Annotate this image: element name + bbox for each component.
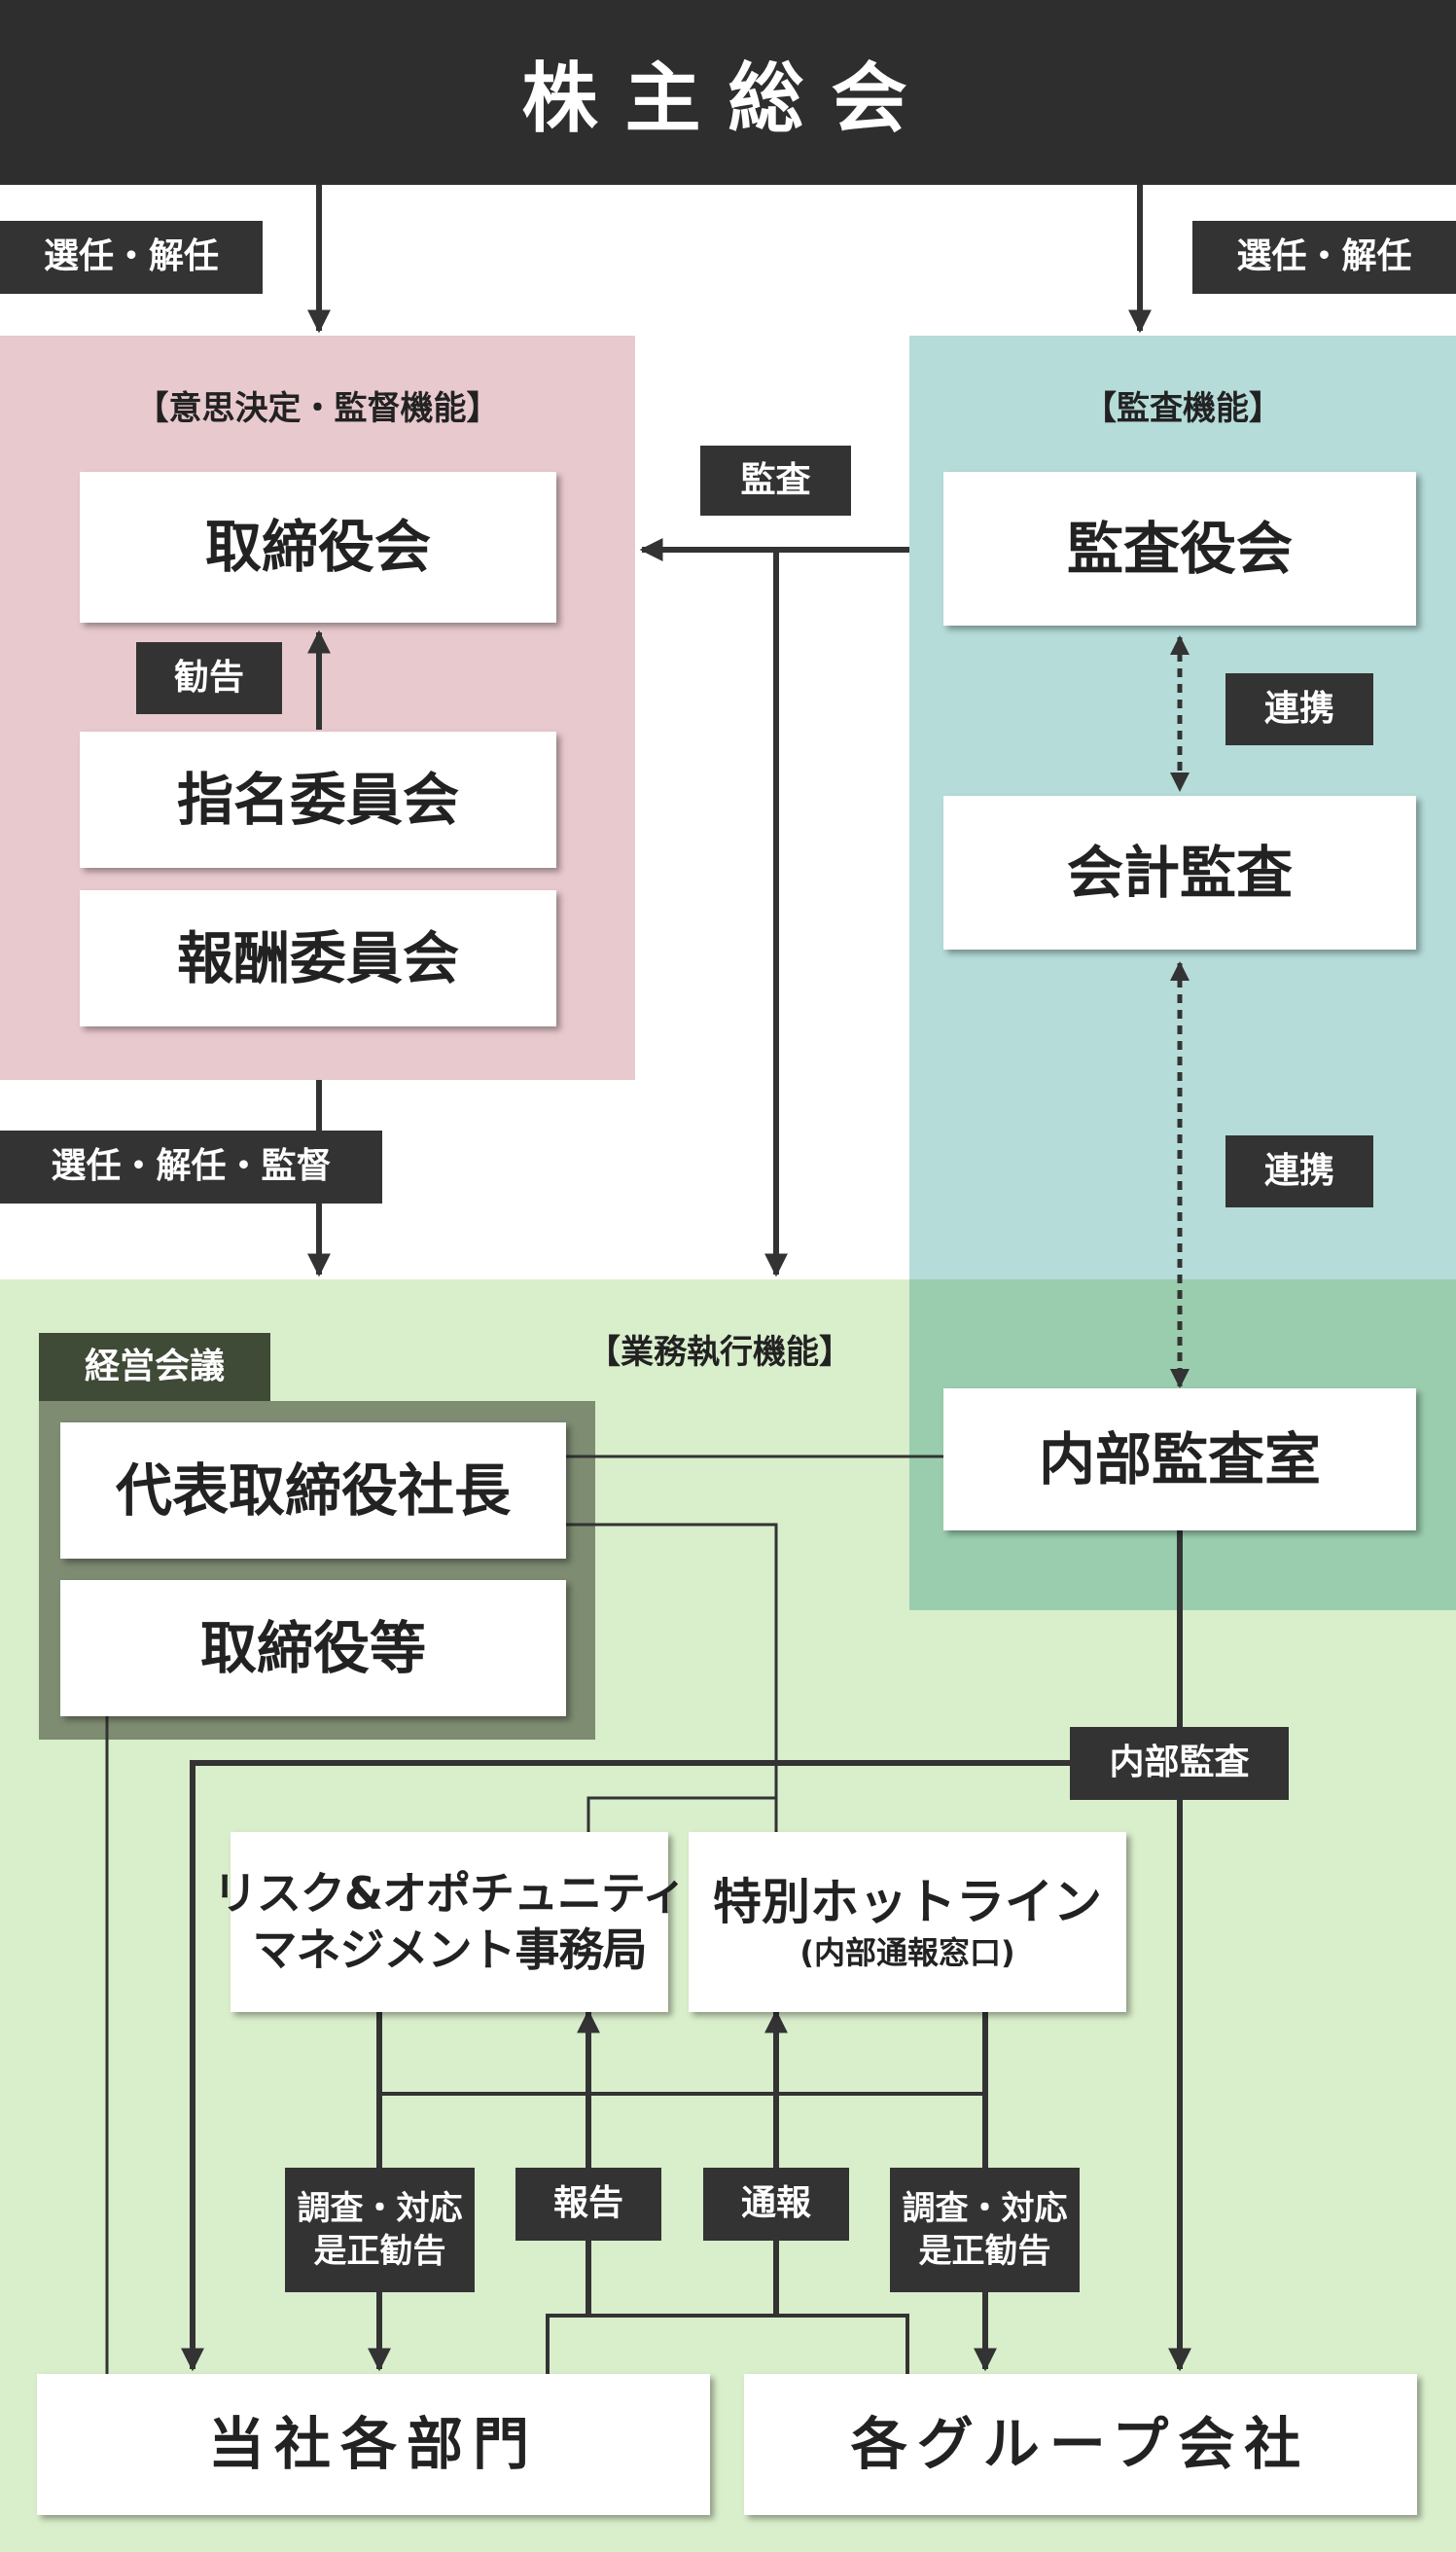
label-advice: 勧告 <box>136 642 282 714</box>
board-of-directors-box: 取締役会 <box>80 472 556 623</box>
audit-zone-title: 【監査機能】 <box>1083 389 1282 428</box>
label-elect-dismiss-right: 選任・解任 <box>1192 221 1456 294</box>
directors-etc-box: 取締役等 <box>60 1580 566 1716</box>
group-companies-box: 各グループ会社 <box>744 2374 1417 2515</box>
shareholders-meeting-header: 株主総会 <box>0 0 1456 185</box>
nomination-committee-box: 指名委員会 <box>80 732 556 868</box>
hotline-line1: 特別ホットライン <box>713 1874 1102 1931</box>
accounting-auditor-box: 会計監査 <box>943 796 1416 950</box>
label-investigate-left-line1: 調査・対応 <box>297 2188 463 2228</box>
label-elect-dismiss-supervise: 選任・解任・監督 <box>0 1131 382 1204</box>
internal-audit-office-box: 内部監査室 <box>943 1388 1416 1530</box>
label-investigate-left: 調査・対応 是正勧告 <box>285 2168 475 2292</box>
execution-zone-title: 【業務執行機能】 <box>587 1333 852 1372</box>
label-report: 報告 <box>515 2168 661 2241</box>
risk-office-line1: リスク&オポチュニティ <box>212 1867 687 1920</box>
label-investigate-right-line1: 調査・対応 <box>902 2188 1068 2228</box>
label-investigate-right-line2: 是正勧告 <box>918 2232 1051 2271</box>
company-departments-box: 当社各部門 <box>37 2374 710 2515</box>
label-cooperation-2: 連携 <box>1225 1135 1373 1207</box>
label-internal-audit: 内部監査 <box>1070 1727 1289 1800</box>
management-meeting-label: 経営会議 <box>39 1333 270 1401</box>
label-cooperation-1: 連携 <box>1225 673 1373 745</box>
audit-board-box: 監査役会 <box>943 472 1416 626</box>
compensation-committee-box: 報酬委員会 <box>80 890 556 1026</box>
label-investigate-left-line2: 是正勧告 <box>313 2232 446 2271</box>
label-audit: 監査 <box>700 446 851 516</box>
risk-office-line2: マネジメント事務局 <box>252 1923 648 1976</box>
hotline-line2: (内部通報窓口) <box>799 1933 1015 1971</box>
label-whistleblow: 通報 <box>703 2168 849 2241</box>
ceo-box: 代表取締役社長 <box>60 1422 566 1559</box>
label-investigate-right: 調査・対応 是正勧告 <box>890 2168 1080 2292</box>
risk-office-box: リスク&オポチュニティ マネジメント事務局 <box>213 1832 687 2012</box>
hotline-box: 特別ホットライン (内部通報窓口) <box>689 1832 1126 2012</box>
decision-zone-title: 【意思決定・監督機能】 <box>135 389 500 428</box>
label-elect-dismiss-left: 選任・解任 <box>0 221 263 294</box>
